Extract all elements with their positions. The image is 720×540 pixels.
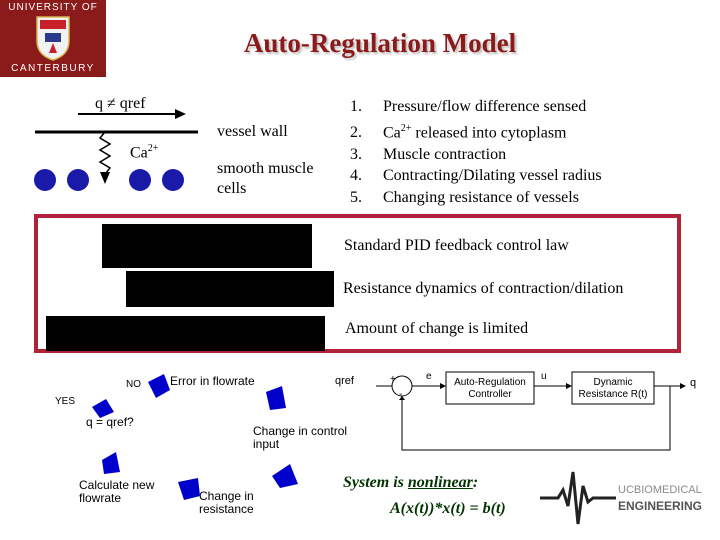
arrow-icon — [272, 464, 298, 488]
pid-label: Standard PID feedback control law — [344, 237, 569, 254]
logo-bottom-text: CANTERBURY — [11, 63, 95, 74]
feedback-line — [401, 386, 671, 451]
logo-top-text: UNIVERSITY OF — [8, 2, 98, 13]
change-resistance-label: Change in — [199, 489, 254, 503]
step-item: 3.Muscle contraction — [350, 145, 507, 163]
arrow-icon — [102, 452, 120, 474]
muscle-cell — [67, 169, 89, 191]
limit-label: Amount of change is limited — [345, 320, 529, 337]
steps-list: 1.Pressure/flow difference sensed 2.Ca2+… — [350, 96, 602, 208]
resistance-block-label: Dynamic — [593, 377, 633, 388]
smooth-muscle-label-2: cells — [217, 180, 247, 197]
crest-icon — [36, 16, 70, 61]
e-label: e — [426, 371, 432, 382]
q-label: q ≠ qref — [95, 95, 146, 112]
change-control-label-2: input — [253, 437, 280, 451]
smooth-muscle-label: smooth muscle — [217, 160, 314, 177]
error-label: Error in flowrate — [170, 374, 255, 388]
resistance-equation-redacted — [126, 271, 334, 307]
u-label: u — [541, 371, 547, 382]
change-resistance-label-2: resistance — [199, 502, 254, 516]
calcium-channel-icon — [98, 131, 112, 175]
calc-flowrate-label: Calculate new — [79, 478, 155, 492]
minus-sign: - — [399, 389, 403, 400]
calc-flowrate-label-2: flowrate — [79, 491, 122, 505]
control-block-diagram — [376, 371, 686, 451]
resistance-block — [571, 371, 655, 405]
step-item: 2.Ca2+ released into cytoplasm — [350, 122, 567, 141]
step-item: 4.Contracting/Dilating vessel radius — [350, 167, 602, 185]
page-title: Auto-Regulation Model — [243, 28, 517, 58]
system-note: System is nonlinear: — [343, 474, 479, 491]
vessel-diagram — [34, 109, 198, 191]
equations-box — [34, 214, 681, 353]
plus-sign: + — [390, 374, 396, 385]
vessel-wall-label: vessel wall — [217, 123, 288, 140]
arrow-icon — [178, 478, 200, 500]
change-control-label: Change in control — [253, 424, 348, 438]
limit-equation-redacted — [46, 316, 325, 351]
yes-label: YES — [55, 396, 76, 407]
q-output-label: q — [690, 377, 697, 389]
qref-label: qref — [335, 375, 354, 387]
resistance-block-label-2: Resistance R(t) — [578, 389, 648, 400]
ca-label: Ca2+ — [130, 143, 159, 162]
resistance-label: Resistance dynamics of contraction/dilat… — [343, 280, 624, 297]
system-equation: A(x(t))*x(t) = b(t) — [390, 500, 506, 517]
arrow-icon — [266, 386, 286, 410]
arrow-icon — [148, 374, 170, 398]
ecg-logo-icon — [540, 471, 616, 525]
controller-label: Auto-Regulation — [454, 377, 526, 388]
controller-label-2: Controller — [468, 389, 512, 400]
pid-equation-redacted — [102, 224, 312, 268]
step-item: 5.Changing resistance of vessels — [350, 188, 579, 206]
question-label: q = qref? — [86, 415, 134, 429]
muscle-cell — [129, 169, 151, 191]
muscle-cell — [34, 169, 56, 191]
biomed-logo-line1: UCBIOMEDICAL — [618, 484, 702, 496]
no-label: NO — [126, 379, 141, 390]
university-logo: UNIVERSITY OF CANTERBURY — [0, 0, 106, 77]
step-item: 1.Pressure/flow difference sensed — [350, 98, 587, 115]
arrow-icon — [92, 399, 114, 418]
controller-block — [445, 371, 535, 405]
muscle-cell — [162, 169, 184, 191]
feedback-cycle-diagram — [92, 374, 298, 500]
biomed-logo-line2: ENGINEERING — [618, 499, 703, 513]
